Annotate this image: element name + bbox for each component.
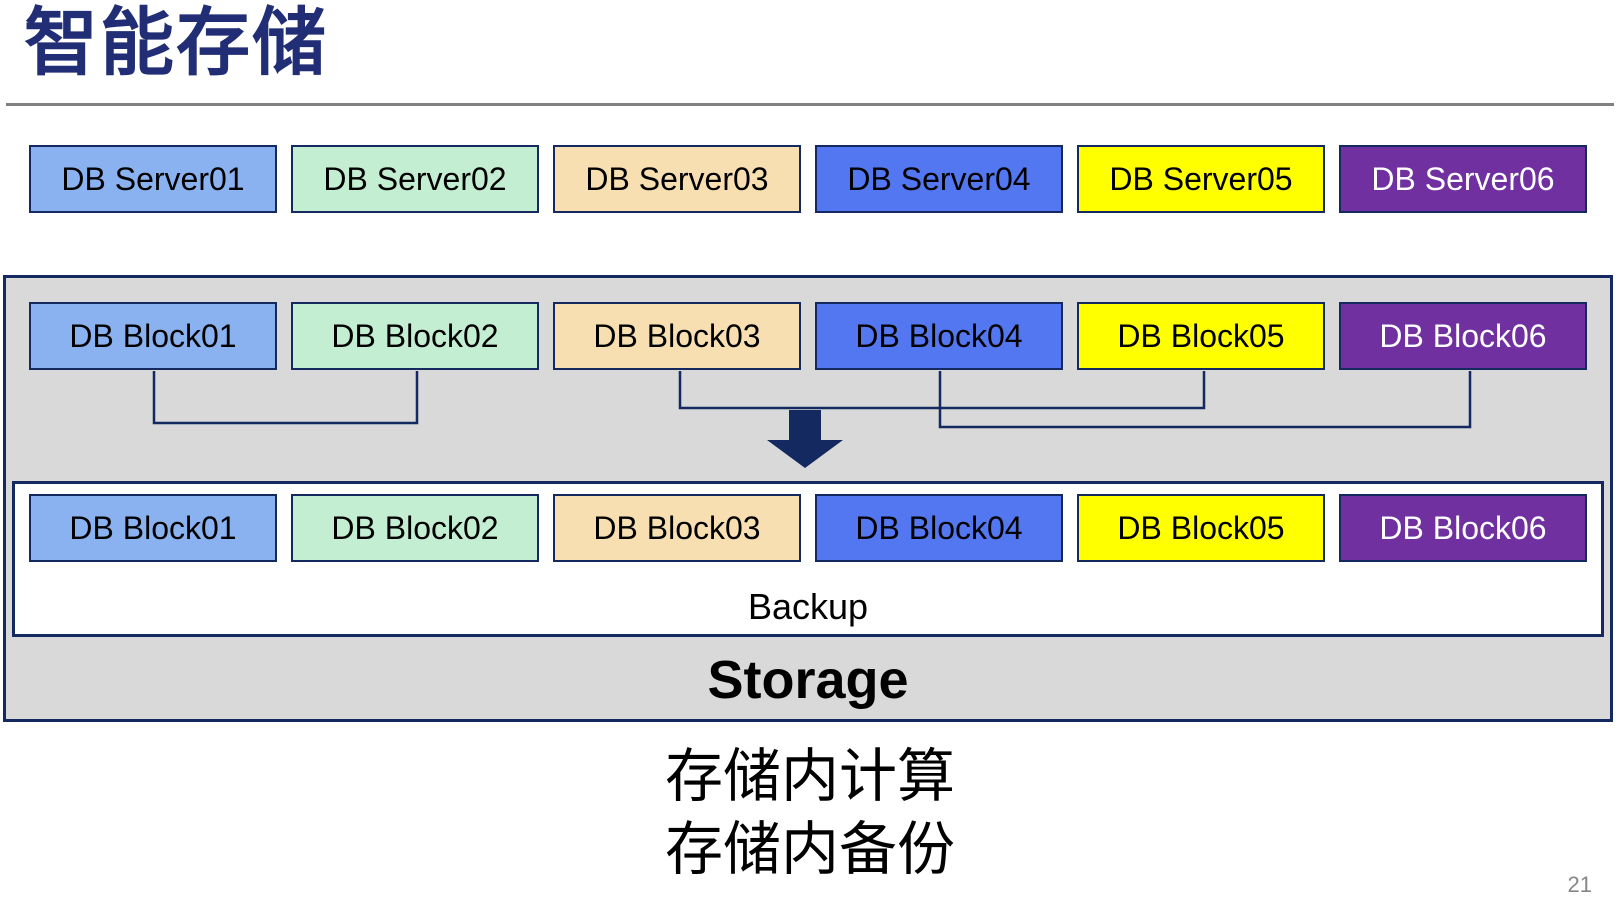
db-server03-box: DB Server03: [553, 145, 801, 213]
connector-overlay: [152, 371, 1472, 468]
db-server04-box: DB Server04: [815, 145, 1063, 213]
db-block-upper-04-box: DB Block04: [815, 302, 1063, 370]
down-arrow-icon: [767, 410, 843, 468]
caption-line-2: 存储内备份: [664, 817, 955, 882]
storage-label: Storage: [707, 650, 909, 710]
db-server-row: DB Server01 DB Server02 DB Server03 DB S…: [29, 145, 1587, 213]
caption: 存储内计算 存储内备份: [0, 740, 1620, 886]
db-block-lower-03-box: DB Block03: [553, 494, 801, 562]
caption-line-1: 存储内计算: [664, 744, 955, 809]
db-block-lower-06-box: DB Block06: [1339, 494, 1587, 562]
connector-block01-block02: [152, 371, 419, 425]
db-block-upper-05-box: DB Block05: [1077, 302, 1325, 370]
backup-area: DB Block01 DB Block02 DB Block03 DB Bloc…: [12, 481, 1604, 637]
db-server02-box: DB Server02: [291, 145, 539, 213]
title-rule: [6, 103, 1614, 106]
db-server05-box: DB Server05: [1077, 145, 1325, 213]
page-title: 智能存储: [24, 1, 328, 84]
backup-label: Backup: [747, 586, 869, 627]
db-block-upper-row: DB Block01 DB Block02 DB Block03 DB Bloc…: [29, 302, 1587, 370]
db-block-lower-05-box: DB Block05: [1077, 494, 1325, 562]
db-block-lower-01-box: DB Block01: [29, 494, 277, 562]
db-block-upper-03-box: DB Block03: [553, 302, 801, 370]
db-server01-box: DB Server01: [29, 145, 277, 213]
db-block-upper-01-box: DB Block01: [29, 302, 277, 370]
connector-block04-block06: [938, 371, 1472, 429]
db-block-lower-04-box: DB Block04: [815, 494, 1063, 562]
connector-block03-block05: [678, 371, 1206, 410]
db-block-upper-02-box: DB Block02: [291, 302, 539, 370]
db-block-lower-02-box: DB Block02: [291, 494, 539, 562]
db-server06-box: DB Server06: [1339, 145, 1587, 213]
db-block-lower-row: DB Block01 DB Block02 DB Block03 DB Bloc…: [29, 494, 1587, 562]
storage-container: DB Block01 DB Block02 DB Block03 DB Bloc…: [3, 275, 1613, 722]
db-block-upper-06-box: DB Block06: [1339, 302, 1587, 370]
page-number: 21: [1567, 872, 1592, 897]
